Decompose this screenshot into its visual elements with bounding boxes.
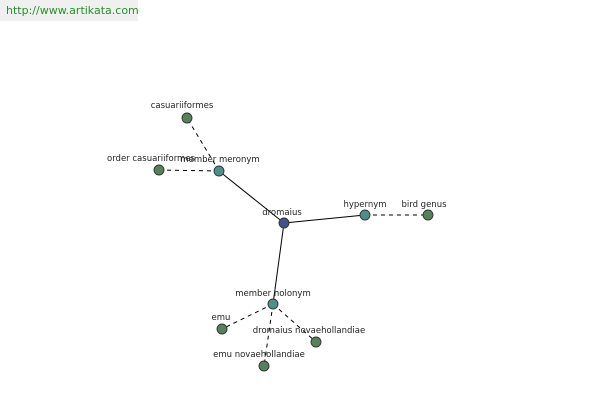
- edge-holonym-emu: [221, 303, 274, 330]
- label-dromaius: dromaius: [262, 208, 302, 218]
- node-member-meronym[interactable]: [213, 165, 225, 177]
- label-member-meronym: member meronym: [180, 155, 259, 165]
- graph-labels: casuariiformes order casuariiformes memb…: [107, 101, 447, 360]
- node-member-holonym[interactable]: [267, 298, 279, 310]
- label-member-holonym: member holonym: [235, 289, 310, 299]
- edge-root-member-meronym: [218, 170, 285, 224]
- label-bird-genus: bird genus: [401, 200, 447, 210]
- edge-meronym-order-casuariiformes: [158, 169, 220, 172]
- edge-meronym-casuariiformes: [186, 117, 220, 172]
- node-order-casuariiformes[interactable]: [153, 164, 165, 176]
- label-emu-novaehollandiae: emu novaehollandiae: [213, 350, 305, 360]
- node-dromaius[interactable]: [278, 217, 290, 229]
- node-hypernym[interactable]: [359, 209, 371, 221]
- node-bird-genus[interactable]: [422, 209, 434, 221]
- site-url-link[interactable]: http://www.artikata.com: [0, 0, 139, 21]
- label-dromaius-novaehollandiae: dromaius novaehollandiae: [253, 326, 365, 336]
- label-order-casuariiformes: order casuariiformes: [107, 154, 196, 164]
- edge-root-hypernym: [283, 214, 366, 224]
- edge-root-member-holonym: [272, 222, 285, 305]
- label-emu: emu: [212, 313, 231, 323]
- node-casuariiformes[interactable]: [181, 112, 193, 124]
- label-casuariiformes: casuariiformes: [151, 101, 214, 111]
- graph-nodes: [153, 112, 434, 372]
- node-emu[interactable]: [216, 323, 228, 335]
- node-emu-novaehollandiae[interactable]: [258, 360, 270, 372]
- label-hypernym: hypernym: [343, 200, 386, 210]
- node-dromaius-novaehollandiae[interactable]: [310, 336, 322, 348]
- graph-edges: [158, 117, 428, 367]
- edge-holonym-emu-novaehollandiae: [263, 303, 274, 367]
- edge-holonym-dromaius-novaehollandiae: [272, 303, 317, 343]
